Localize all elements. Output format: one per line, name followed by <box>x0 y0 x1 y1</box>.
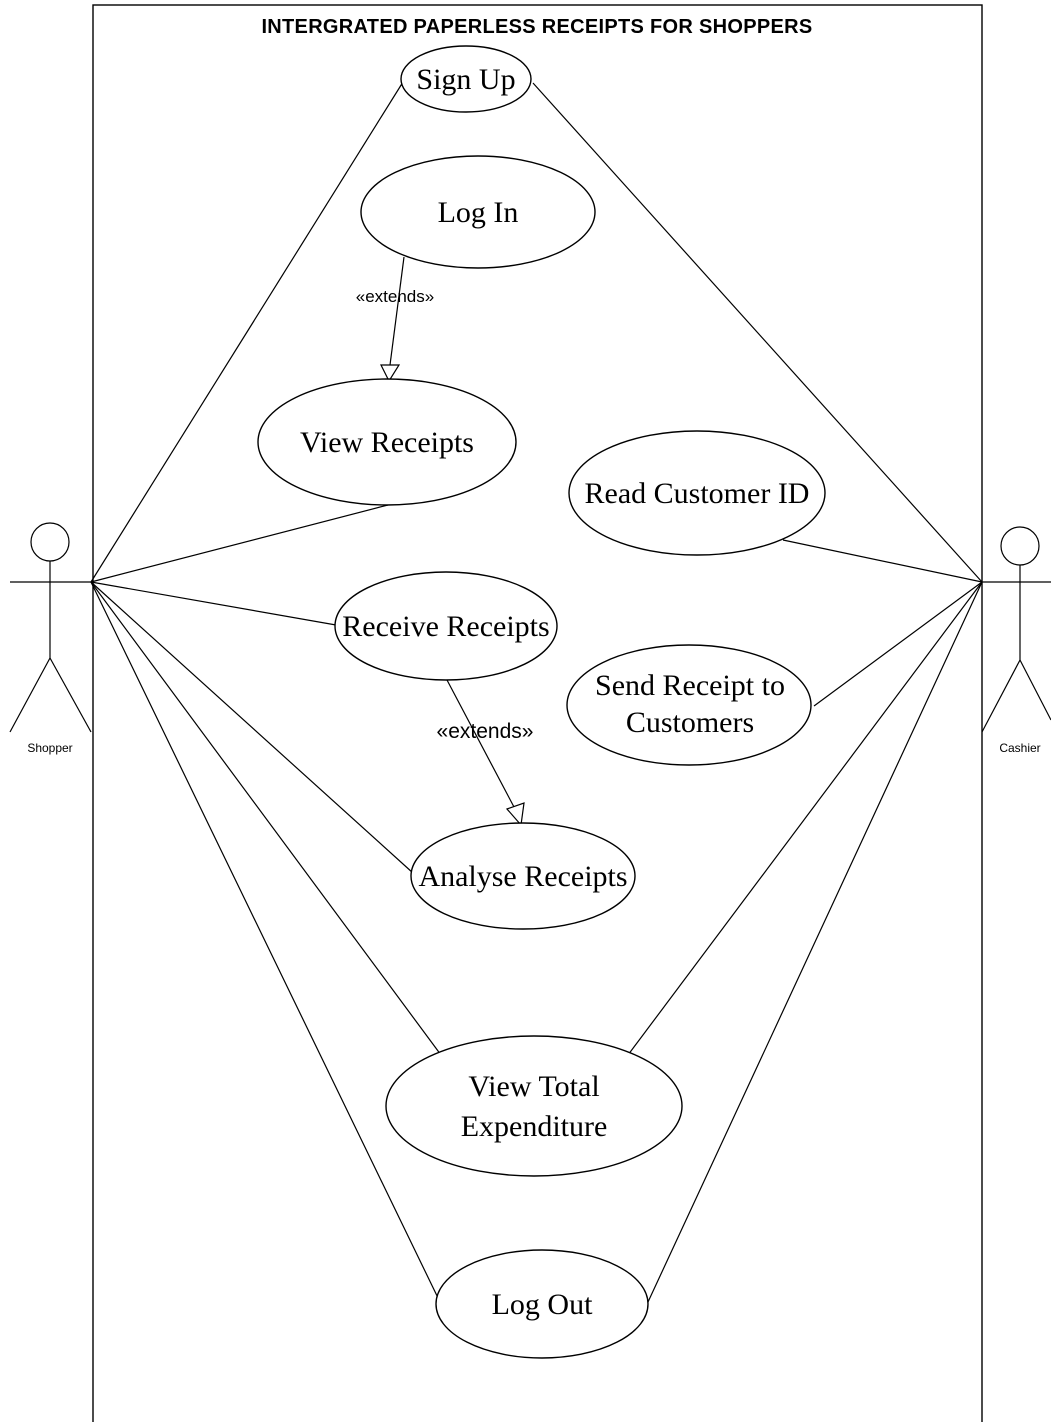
use-case-sign-up: Sign Up <box>400 45 532 113</box>
assoc-shopper-analyse-receipts <box>90 581 414 874</box>
assoc-shopper-receive-receipts <box>90 581 337 626</box>
assoc-cashier-read-customer-id <box>782 539 983 583</box>
diagram-title: INTERGRATED PAPERLESS RECEIPTS FOR SHOPP… <box>261 16 812 38</box>
actor-shopper-label: Shopper <box>27 741 72 755</box>
use-case-log-out: Log Out <box>435 1249 649 1359</box>
use-case-label-line1: Send Receipt to <box>595 669 785 702</box>
extends-label-1: «extends» <box>356 287 434 306</box>
system-boundary <box>92 4 983 1422</box>
assoc-cashier-log-out <box>647 581 983 1303</box>
use-case-label-line1: View Total <box>468 1070 599 1103</box>
actor-cashier: Cashier <box>981 526 1051 755</box>
use-case-label: Analyse Receipts <box>418 860 627 893</box>
assoc-cashier-view-total <box>627 581 983 1056</box>
use-case-label-line2: Customers <box>626 706 754 739</box>
assoc-cashier-sign-up <box>532 82 983 583</box>
use-case-label: Read Customer ID <box>585 477 810 510</box>
use-case-view-total-expenditure: View Total Expenditure <box>385 1035 683 1177</box>
use-case-view-receipts: View Receipts <box>257 378 517 506</box>
extends-label-2: «extends» <box>437 720 534 743</box>
assoc-shopper-view-receipts <box>90 504 389 583</box>
extends-relation-login: «extends» <box>356 256 434 383</box>
shopper-associations <box>90 81 442 1303</box>
use-case-send-receipt: Send Receipt to Customers <box>566 644 812 766</box>
use-case-log-in: Log In <box>360 155 596 269</box>
actor-shopper: Shopper <box>9 522 92 755</box>
extends-arrowhead <box>380 364 401 383</box>
assoc-cashier-send-receipt <box>813 581 983 707</box>
use-case-analyse-receipts: Analyse Receipts <box>410 822 636 930</box>
use-case-label-line2: Expenditure <box>461 1110 608 1143</box>
actor-head-icon <box>30 522 70 562</box>
use-case-label: View Receipts <box>300 426 474 459</box>
assoc-shopper-view-total <box>90 581 442 1056</box>
use-case-label: Sign Up <box>416 63 515 96</box>
assoc-shopper-log-out <box>90 581 441 1303</box>
use-case-label: Log In <box>438 196 519 229</box>
use-case-label: Receive Receipts <box>342 610 549 643</box>
extends-relation-receive: «extends» <box>437 679 534 827</box>
actor-head-icon <box>1000 526 1040 566</box>
use-case-read-customer-id: Read Customer ID <box>568 430 826 556</box>
assoc-shopper-sign-up <box>90 81 404 583</box>
extends-arrowhead <box>505 802 525 827</box>
use-case-label: Log Out <box>492 1288 593 1321</box>
use-case-receive-receipts: Receive Receipts <box>334 571 558 681</box>
actor-cashier-label: Cashier <box>999 741 1040 755</box>
cashier-associations <box>532 82 983 1303</box>
